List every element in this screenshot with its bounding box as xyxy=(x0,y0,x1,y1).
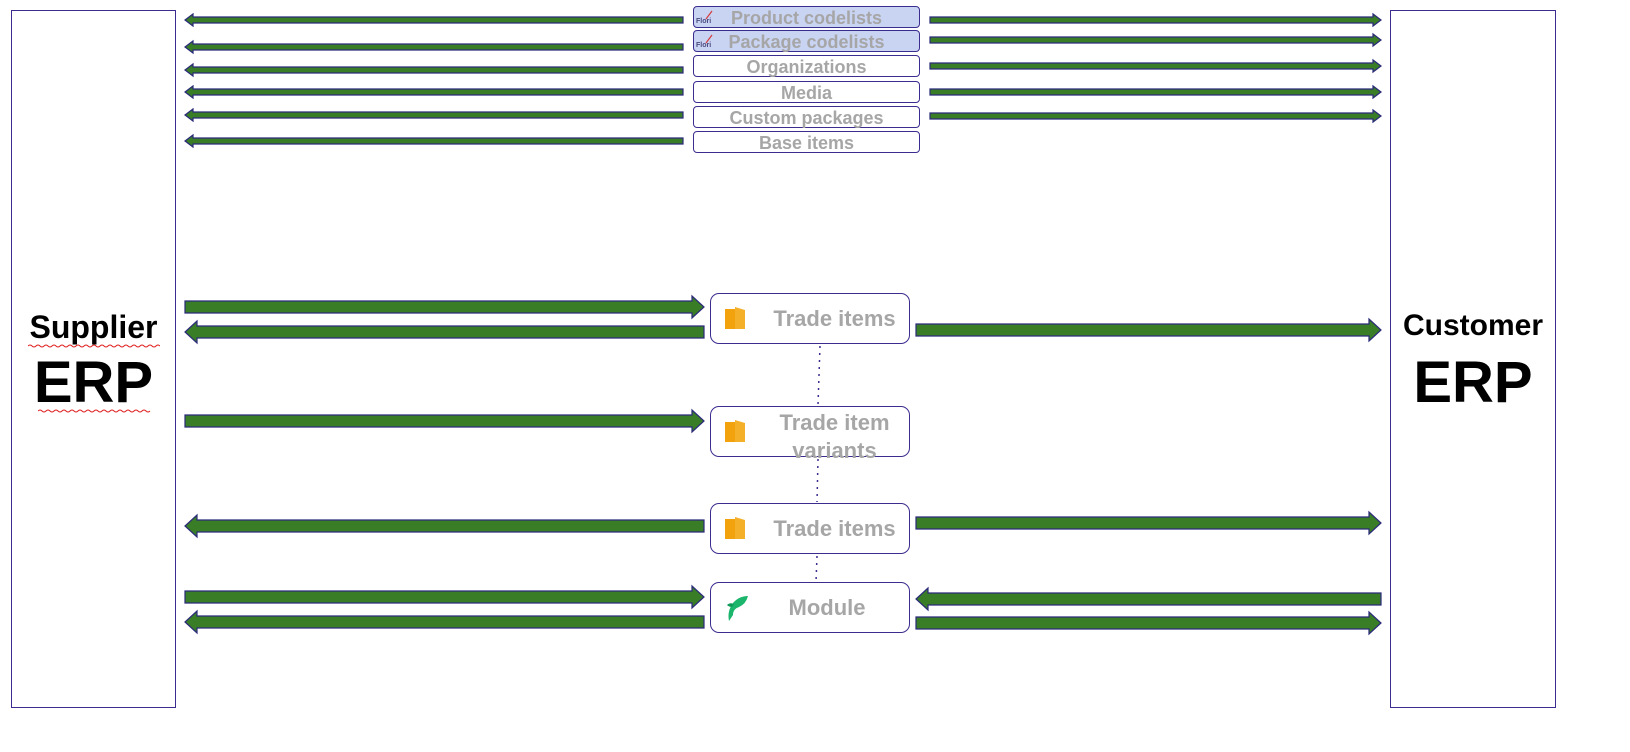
codelist-label: Base items xyxy=(758,133,855,153)
flow-arrow xyxy=(915,317,1382,343)
flow-arrow xyxy=(929,58,1382,74)
flow-arrow xyxy=(915,610,1382,636)
flow-arrow xyxy=(184,609,705,635)
supplier-title: Supplier xyxy=(29,309,158,345)
supplier-erp-box: Supplier ERP xyxy=(11,10,176,708)
folder-icon xyxy=(725,419,745,442)
node-trade-items-2: Trade items xyxy=(710,503,910,554)
floricode-logo-icon: Flori xyxy=(696,34,713,49)
codelist-label: Organizations xyxy=(746,57,867,77)
flow-arrow xyxy=(929,108,1382,124)
flow-arrow xyxy=(929,84,1382,100)
codelist-box-custom-packages: Custom packages xyxy=(693,106,920,128)
flow-arrow xyxy=(184,319,705,345)
node-trade-item-variants: Trade item variants xyxy=(710,406,910,463)
node-label: Module xyxy=(788,594,866,620)
node-trade-items: Trade items xyxy=(710,293,910,344)
svg-text:Flori: Flori xyxy=(696,42,711,49)
node-label: Trade items xyxy=(773,515,896,541)
flow-arrow xyxy=(929,12,1382,28)
flow-arrow xyxy=(184,513,705,539)
flow-arrow xyxy=(184,39,684,55)
flow-arrow xyxy=(184,84,684,100)
flow-arrow xyxy=(184,584,705,610)
codelist-label: Product codelists xyxy=(730,8,883,28)
flow-arrow xyxy=(915,510,1382,536)
flow-arrow xyxy=(184,294,705,320)
flow-arrow xyxy=(184,408,705,434)
spellcheck-underline xyxy=(28,344,160,348)
customer-erp-box: Customer ERP xyxy=(1390,10,1556,708)
node-label: Trade item variants xyxy=(779,410,890,463)
flow-arrow xyxy=(929,32,1382,48)
node-module: Module xyxy=(710,582,910,633)
flow-arrow xyxy=(915,586,1382,612)
customer-erp-label: ERP xyxy=(1413,350,1533,415)
flow-arrow xyxy=(184,12,684,28)
codelist-box-product: Flori Product codelists xyxy=(693,6,920,28)
codelist-label: Custom packages xyxy=(729,108,884,128)
codelist-label: Media xyxy=(780,83,832,103)
codelist-box-base-items: Base items xyxy=(693,131,920,153)
flow-arrow xyxy=(184,62,684,78)
codelist-label: Package codelists xyxy=(728,32,885,52)
flow-arrow xyxy=(184,133,684,149)
floricode-logo-icon: Flori xyxy=(696,10,713,25)
codelist-box-organizations: Organizations xyxy=(693,55,920,77)
folder-icon xyxy=(725,516,745,539)
spellcheck-underline xyxy=(38,409,151,413)
supplier-erp-label: ERP xyxy=(33,350,154,415)
svg-text:Flori: Flori xyxy=(696,18,711,25)
node-label: Trade items xyxy=(773,305,896,331)
codelist-box-package: Flori Package codelists xyxy=(693,30,920,52)
customer-title: Customer xyxy=(1402,309,1544,342)
folder-icon xyxy=(725,306,745,329)
codelist-box-media: Media xyxy=(693,81,920,103)
flow-arrow xyxy=(184,107,684,123)
leaf-icon xyxy=(727,595,748,621)
